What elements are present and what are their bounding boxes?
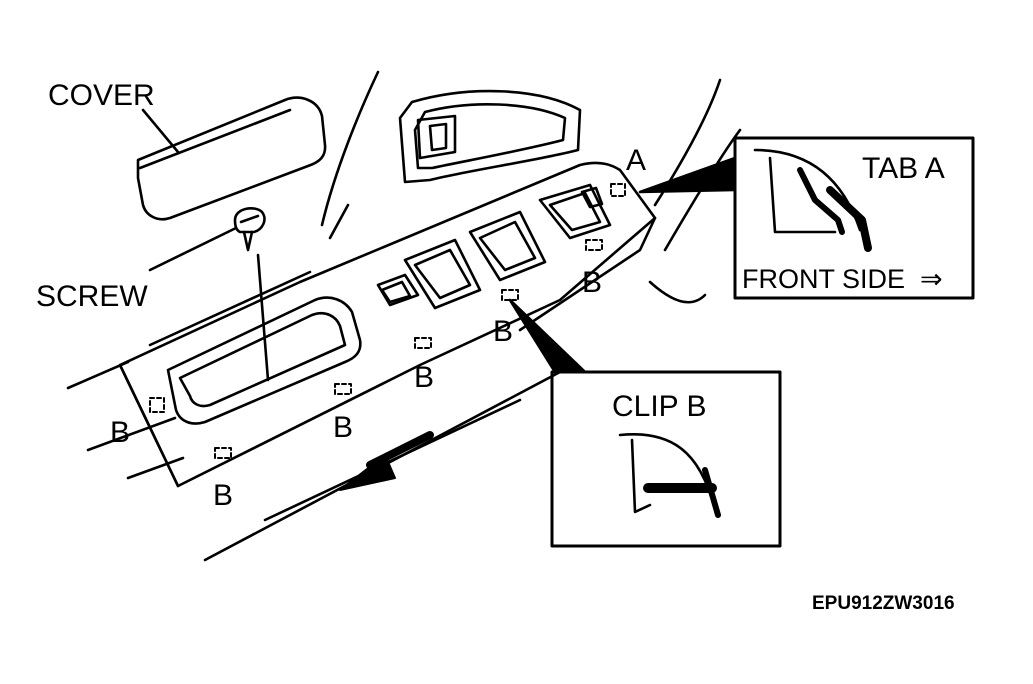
removal-direction-arrow — [339, 431, 434, 491]
cover-part — [136, 96, 327, 221]
tab-a-callout-box — [733, 136, 975, 300]
cover-label: COVER — [48, 79, 155, 112]
clip-b-marker-label: B — [213, 479, 233, 512]
screw-leader-line — [148, 226, 238, 272]
front-side-arrow-icon: ⇒ — [920, 264, 943, 294]
screw-label: SCREW — [36, 280, 148, 313]
clip-b-marker-label: B — [333, 411, 353, 444]
window-switch-panel — [118, 161, 657, 488]
clip-b-marker-label: B — [493, 315, 513, 348]
front-side-label: FRONT SIDE — [742, 264, 905, 294]
clip-b-marker-label: B — [582, 266, 602, 299]
clip-b-callout-box — [550, 370, 782, 548]
tab-a-callout-title: TAB A — [862, 152, 945, 185]
door-handle — [398, 89, 582, 184]
tab-a-marker-label: A — [626, 144, 646, 177]
cover-leader-line — [141, 108, 180, 154]
screw-part — [233, 206, 266, 252]
screw-hole-line — [256, 253, 270, 382]
clip-b-callout-title: CLIP B — [612, 390, 707, 423]
tab-a-leader — [638, 156, 737, 194]
clip-b-marker-label: B — [414, 361, 434, 394]
figure-code: EPU912ZW3016 — [812, 593, 955, 614]
clip-b-marker-label: B — [110, 416, 130, 449]
